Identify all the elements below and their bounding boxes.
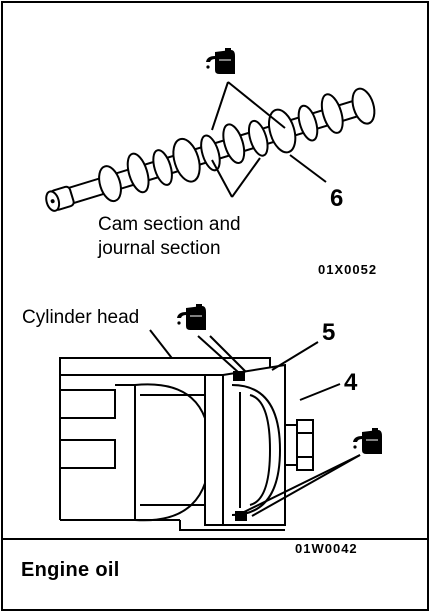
oil-can-icon xyxy=(352,427,383,455)
cam-section-label-line1: Cam section and xyxy=(98,214,241,235)
figure-code-top: 01X0052 xyxy=(318,262,377,277)
leader-lines-top xyxy=(211,81,327,198)
part-number-6: 6 xyxy=(330,185,343,212)
oil-can-icon xyxy=(205,47,236,75)
cam-section-label-line2: journal section xyxy=(97,238,221,259)
cylinder-head-label: Cylinder head xyxy=(22,307,139,328)
figure-code-bottom: 01W0042 xyxy=(295,541,358,556)
camshaft-drawing xyxy=(45,87,376,212)
part-number-4: 4 xyxy=(344,369,358,396)
leader-lines-bottom xyxy=(197,335,361,517)
part-number-5: 5 xyxy=(322,319,335,346)
figure-caption: Engine oil xyxy=(21,559,120,581)
cylinder-head-drawing xyxy=(59,357,314,531)
oil-can-icon xyxy=(176,303,207,331)
caption-divider xyxy=(3,538,427,540)
